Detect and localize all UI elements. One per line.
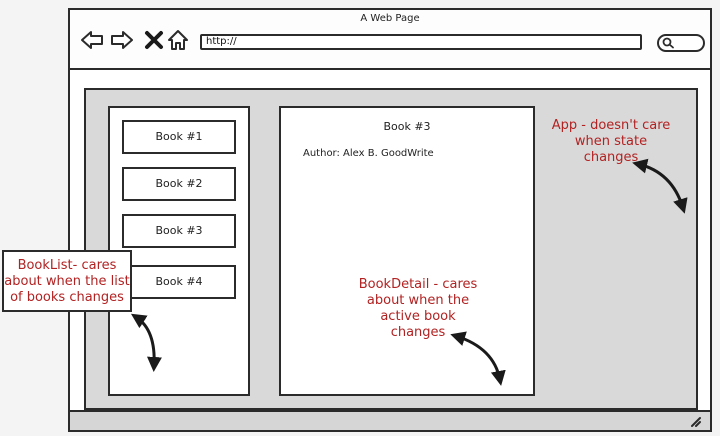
book-detail-title: Book #3 <box>383 120 431 133</box>
book-list-annotation: BookList- cares about when the list of b… <box>2 250 132 312</box>
book-list-item[interactable]: Book #2 <box>122 167 236 201</box>
browser-window: A Web Page http:// Book #1 Book #2 Book … <box>68 8 712 432</box>
book-detail-author: Author: Alex B. GoodWrite <box>303 148 434 159</box>
app-annotation-line: when state <box>574 134 648 149</box>
book-list-item[interactable]: Book #1 <box>122 120 236 154</box>
book-detail-annotation-line: about when the <box>366 293 470 308</box>
app-annotation: App - doesn't care when state changes <box>540 118 682 166</box>
resize-grip-icon[interactable] <box>688 415 702 427</box>
search-box[interactable] <box>657 34 705 52</box>
status-bar <box>70 410 710 430</box>
url-bar[interactable]: http:// <box>200 34 642 50</box>
book-list-item[interactable]: Book #3 <box>122 214 236 248</box>
forward-arrow-icon[interactable] <box>110 28 134 52</box>
search-icon <box>662 37 674 49</box>
app-arrow <box>632 158 688 214</box>
browser-toolbar: A Web Page http:// <box>70 10 710 70</box>
home-icon[interactable] <box>166 28 190 52</box>
app-annotation-line: App - doesn't care <box>551 118 671 133</box>
book-detail-arrow <box>450 331 506 386</box>
book-list-item[interactable]: Book #4 <box>122 265 236 299</box>
book-list-annotation-line: BookList- cares <box>17 258 117 273</box>
book-detail-annotation: BookDetail - cares about when the active… <box>356 277 480 341</box>
close-x-icon[interactable] <box>142 28 166 52</box>
book-detail-annotation-line: BookDetail - cares <box>358 277 478 292</box>
app-annotation-line: changes <box>583 150 639 165</box>
window-title: A Web Page <box>360 13 420 24</box>
book-detail-annotation-line: changes <box>390 325 446 340</box>
book-list-annotation-line: about when the list <box>4 274 130 289</box>
book-list-arrow <box>130 313 162 372</box>
book-detail-annotation-line: active book <box>380 309 456 324</box>
book-list-annotation-line: of books changes <box>10 290 124 305</box>
back-arrow-icon[interactable] <box>80 28 104 52</box>
